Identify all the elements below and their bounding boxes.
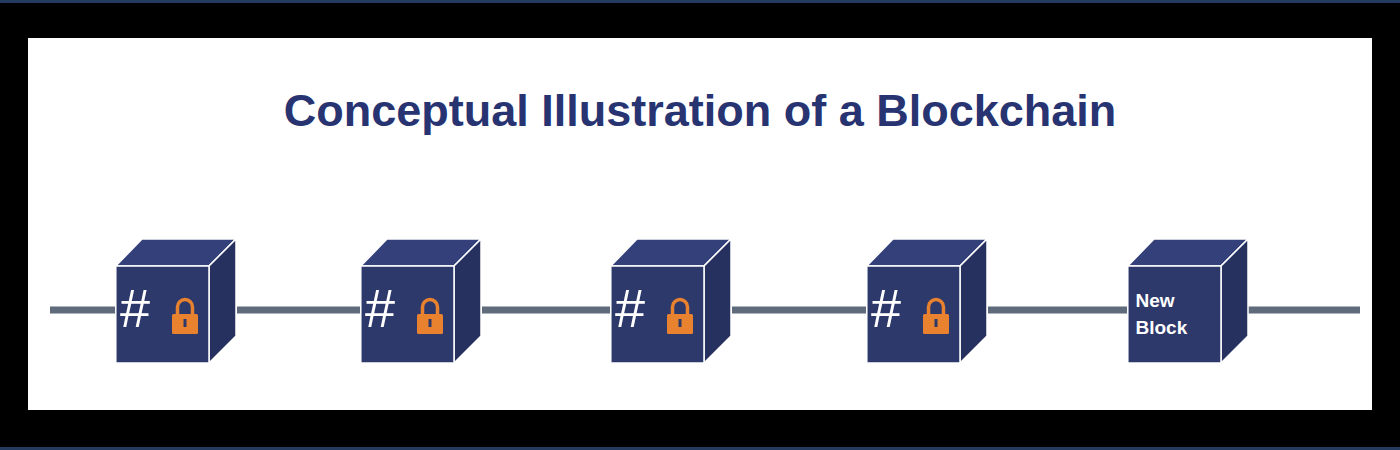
lock-keyhole — [935, 319, 938, 327]
cube-front — [867, 266, 960, 363]
hash-symbol: # — [120, 281, 150, 335]
diagram-title: Conceptual Illustration of a Blockchain — [0, 84, 1400, 138]
chain-stub — [1248, 307, 1360, 314]
top-rule — [0, 0, 1400, 3]
lock-body — [667, 314, 693, 334]
bottom-rule — [0, 447, 1400, 450]
lock-body — [417, 314, 443, 334]
block-cube: # — [360, 238, 482, 364]
cube-side — [960, 239, 987, 363]
cube-front — [361, 266, 454, 363]
lock-keyhole — [429, 319, 432, 327]
cube-side — [454, 239, 481, 363]
chain-link — [482, 307, 610, 314]
cube-front — [611, 266, 704, 363]
lock-body — [172, 314, 198, 334]
chain-link — [732, 307, 866, 314]
chain-link — [988, 307, 1127, 314]
hash-symbol: # — [615, 281, 645, 335]
lock-body — [923, 314, 949, 334]
block-cube: New Block — [1127, 238, 1249, 364]
lock-keyhole — [679, 319, 682, 327]
cube-side — [209, 239, 236, 363]
block-face: New Block — [1128, 266, 1221, 363]
cube-front — [116, 266, 209, 363]
block-cube: # — [115, 238, 237, 364]
cube-side — [1221, 239, 1248, 363]
block-cube: # — [610, 238, 732, 364]
chain-stub — [50, 307, 116, 314]
lock-keyhole — [184, 319, 187, 327]
block-cube: # — [866, 238, 988, 364]
lock-shackle — [929, 300, 944, 315]
hash-symbol: # — [871, 281, 901, 335]
lock-shackle — [178, 300, 193, 315]
hash-symbol: # — [365, 281, 395, 335]
chain-link — [237, 307, 360, 314]
lock-shackle — [423, 300, 438, 315]
cube-side — [704, 239, 731, 363]
block-label: New Block — [1136, 288, 1214, 341]
cube-front — [1128, 266, 1221, 363]
lock-shackle — [673, 300, 688, 315]
